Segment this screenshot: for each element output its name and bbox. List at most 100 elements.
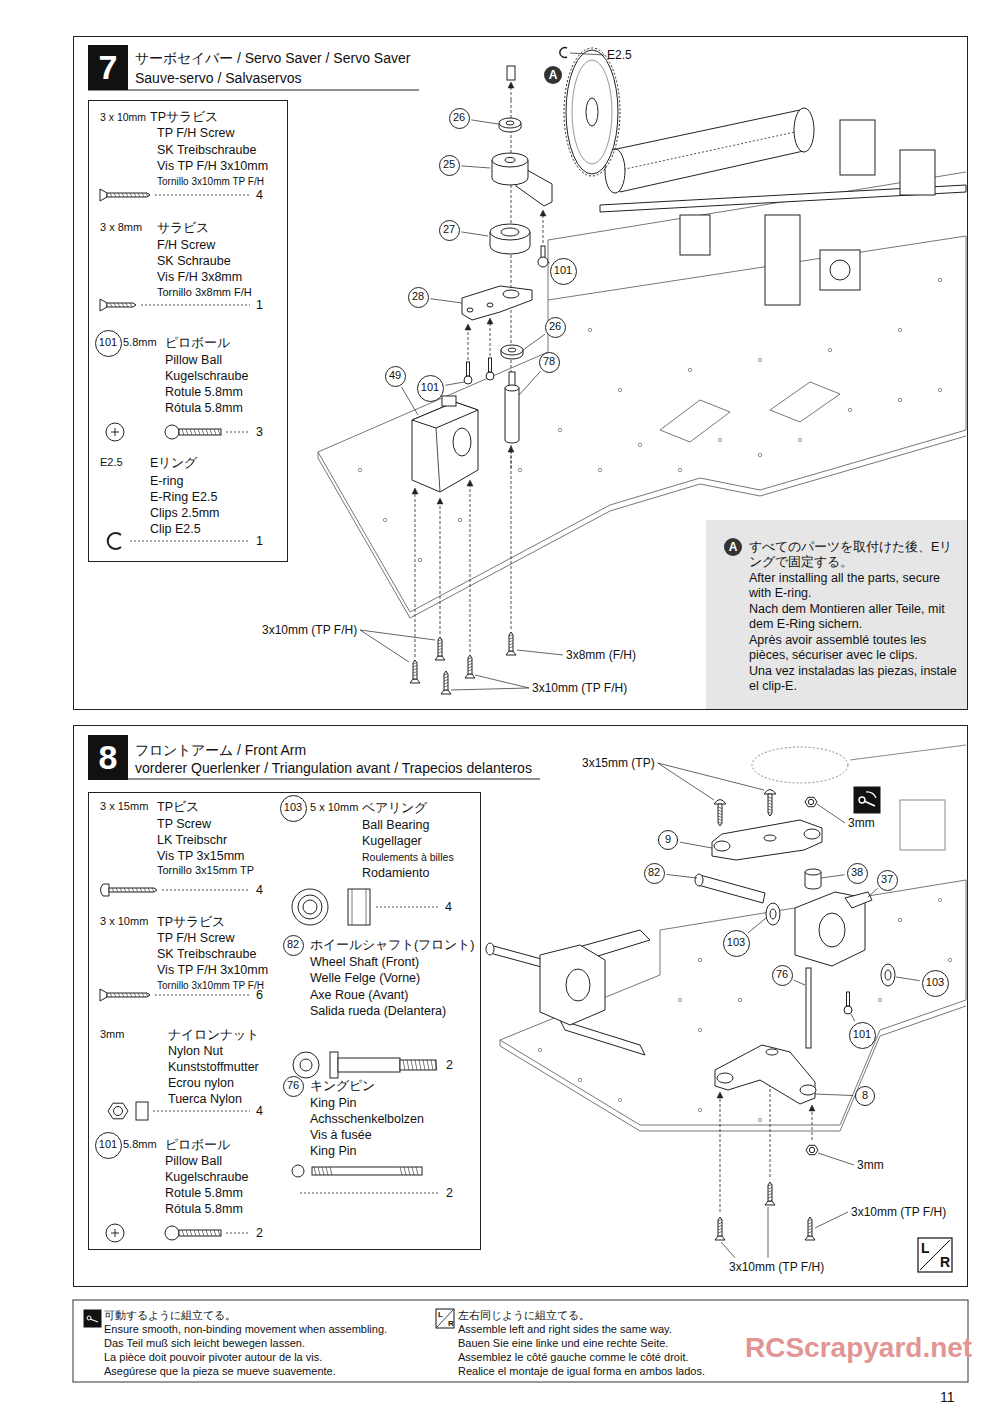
flat-head-screw bbox=[413, 660, 417, 679]
guide-arrow bbox=[508, 82, 514, 88]
guide-arrow bbox=[467, 480, 473, 486]
screw-thread bbox=[768, 797, 772, 799]
screw-thread bbox=[438, 649, 442, 651]
screw-spec: 3x15mm (TP) bbox=[582, 756, 655, 770]
spur-gear bbox=[566, 50, 618, 174]
parts-list-box: 3 x 15mmTPビスTP ScrewLK TreibschrVis TP 3… bbox=[88, 792, 481, 1250]
screw-thread bbox=[112, 888, 114, 892]
flat-head-screw bbox=[509, 632, 513, 651]
part-description: 3 x 10mm bbox=[100, 915, 148, 928]
screw-thread bbox=[415, 1060, 417, 1070]
plate-hole bbox=[698, 1028, 701, 1031]
screw-thread bbox=[509, 635, 513, 637]
callout-number: 103 bbox=[926, 976, 944, 989]
drive-belt bbox=[612, 110, 808, 192]
nylon-nut-hole bbox=[114, 1107, 123, 1116]
plate-hole bbox=[678, 468, 681, 471]
screw-thread bbox=[134, 993, 136, 997]
screw-thread bbox=[413, 666, 417, 668]
screw-thread bbox=[114, 193, 116, 197]
flat-head-screw bbox=[100, 299, 107, 311]
servo-saver-post bbox=[505, 385, 519, 391]
screw-thread bbox=[122, 993, 124, 997]
screw-thread bbox=[144, 888, 146, 892]
screw-thread bbox=[808, 1226, 812, 1228]
part-description: E-Ring E2.5 bbox=[150, 490, 217, 505]
plate-hole bbox=[798, 438, 801, 441]
note-marker-circle: A bbox=[544, 66, 562, 84]
screw-thread bbox=[413, 663, 417, 665]
bulkhead bbox=[765, 215, 800, 305]
callout-number: 25 bbox=[443, 158, 455, 171]
screw-thread bbox=[126, 993, 128, 997]
screw-thread bbox=[768, 1185, 772, 1187]
callout-circle: 103 bbox=[280, 795, 307, 822]
spring-collar-hole bbox=[501, 228, 519, 236]
legend-text: 左右同じように組立てる。 bbox=[458, 1309, 590, 1322]
part-description: F/H Screw bbox=[157, 238, 215, 253]
screw-thread bbox=[509, 638, 513, 640]
screw-thread bbox=[130, 303, 132, 307]
smooth-movement-icon bbox=[854, 787, 880, 813]
guide-arrow bbox=[440, 504, 441, 634]
guide-arrow bbox=[468, 330, 469, 360]
part-description: SK Treibschraube bbox=[157, 947, 256, 962]
callout-circle: 101 bbox=[95, 330, 122, 357]
arm-boss bbox=[766, 1049, 778, 1055]
plate-hole bbox=[898, 918, 901, 921]
drive-shaft bbox=[850, 745, 966, 760]
screw-thread bbox=[419, 1060, 421, 1070]
quantity-leader bbox=[376, 907, 438, 908]
callout-circle: 101 bbox=[550, 258, 577, 285]
note-text: すべてのパーツを取付けた後、Eリングで固定する。 bbox=[749, 540, 959, 570]
part-description: Rótula 5.8mm bbox=[165, 401, 243, 416]
screw-thread bbox=[718, 1226, 722, 1228]
pan-head-screw bbox=[101, 884, 110, 896]
pillow-ball bbox=[106, 423, 124, 441]
screw-thread bbox=[413, 675, 417, 677]
plate-hole bbox=[938, 278, 941, 281]
flat-head-screw bbox=[715, 1236, 725, 1240]
callout-number: 76 bbox=[287, 1079, 299, 1092]
screw-thread bbox=[214, 1230, 216, 1236]
screw-thread bbox=[468, 667, 472, 669]
guide-arrow bbox=[487, 318, 493, 324]
wheel-shaft-end bbox=[486, 943, 494, 955]
left-right-icon bbox=[436, 1309, 454, 1328]
callout-number: 8 bbox=[862, 1089, 868, 1102]
plate-hole bbox=[948, 958, 951, 961]
screw-spec: 3x8mm (F/H) bbox=[566, 648, 636, 662]
flat-head-screw bbox=[435, 656, 445, 660]
screw-thread bbox=[400, 1167, 402, 1175]
plate-hole bbox=[828, 348, 831, 351]
ball-bearing bbox=[298, 895, 322, 919]
callout-number: 78 bbox=[543, 355, 555, 368]
leader-line bbox=[548, 262, 550, 263]
guide-arrow bbox=[720, 1098, 721, 1212]
part-description: TPサラビス bbox=[157, 915, 225, 930]
part-description: Vis à fusée bbox=[310, 1128, 372, 1143]
leader-line bbox=[821, 875, 845, 878]
part-description: Vis TP 3x15mm bbox=[157, 849, 245, 864]
step-number: 8 bbox=[88, 737, 128, 778]
screw-thread bbox=[468, 658, 472, 660]
pan-head-screw bbox=[718, 804, 722, 826]
callout-circle: 27 bbox=[439, 220, 460, 241]
ball-bearing-bore bbox=[303, 900, 317, 914]
screw-thread bbox=[126, 303, 128, 307]
plate-hole bbox=[758, 453, 761, 456]
pillow-ball-thread bbox=[541, 246, 545, 258]
bearing-block bbox=[900, 150, 935, 195]
screw-thread bbox=[148, 888, 150, 892]
screw-thread bbox=[423, 1060, 425, 1070]
king-pin bbox=[806, 968, 811, 1048]
part-description: TP F/H Screw bbox=[157, 126, 235, 141]
lower-arm-boss bbox=[503, 290, 519, 298]
step-heading: サーボセイバー / Servo Saver / Servo Saver bbox=[135, 50, 410, 67]
part-description: Achsschenkelbolzen bbox=[310, 1112, 424, 1127]
leader-line bbox=[471, 120, 498, 124]
callout-circle: 26 bbox=[545, 317, 566, 338]
part-description: TPサラビス bbox=[150, 110, 218, 125]
pillow-ball-thread bbox=[179, 1230, 221, 1236]
screw-thread bbox=[768, 1191, 772, 1193]
